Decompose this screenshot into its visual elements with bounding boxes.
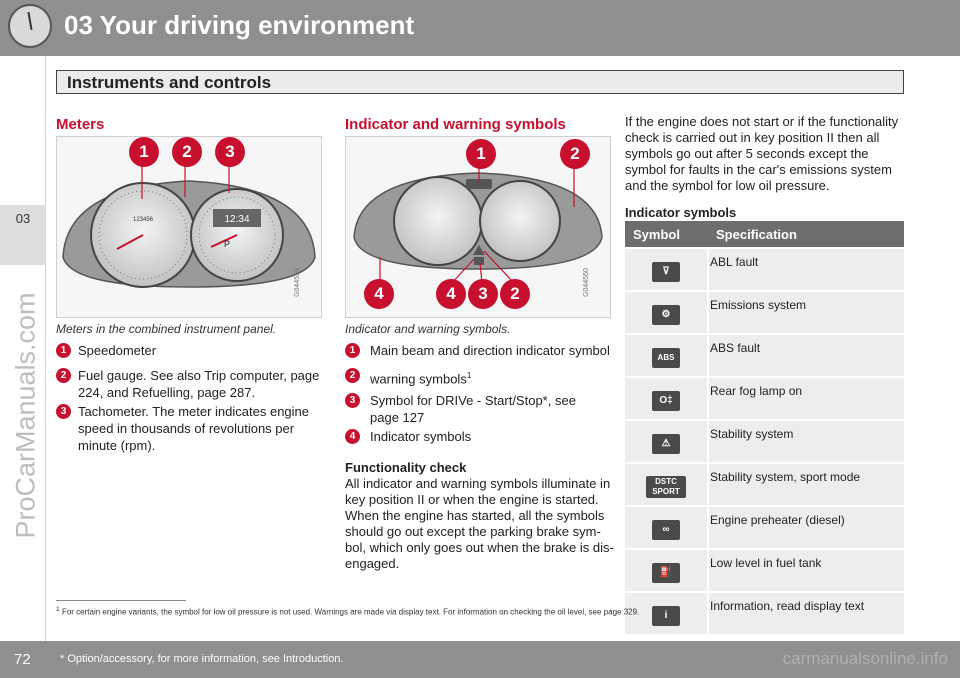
information-icon: i — [652, 605, 680, 626]
table-cell-spec: Rear fog lamp on — [708, 376, 904, 420]
indicator-cluster-drawing — [353, 161, 603, 284]
indicators-heading: Indicator and warning symbols — [345, 116, 566, 133]
table-row: ⚠ Stability system — [625, 419, 904, 463]
chapter-title: 03 Your driving environment — [64, 10, 415, 40]
meters-callout-1: 1 — [129, 137, 159, 167]
indicators-item-1-text: Main beam and direction indicator symbol — [370, 343, 610, 358]
speedometer-emblem-icon — [8, 4, 52, 48]
indicators-image-code: G044560 — [582, 268, 590, 297]
page-footer: 72 * Option/accessory, for more informat… — [0, 641, 960, 678]
gauge-gear: P — [224, 239, 230, 249]
gauge-clock: 12:34 — [224, 214, 249, 225]
footnote-text: For certain engine variants, the symbol … — [61, 607, 640, 617]
indicators-callout-2-top: 2 — [560, 139, 590, 169]
functionality-heading: Functionality check — [345, 460, 467, 475]
indicators-item-2: warning symbols1 — [370, 367, 615, 387]
indicators-item-2-number: 2 — [345, 368, 360, 383]
meters-item-2-number: 2 — [56, 368, 71, 383]
footer-star-note: * Option/accessory, for more information… — [60, 653, 344, 665]
chapter-header: 03 Your driving environment — [0, 0, 960, 56]
indicators-item-2-text: warning symbols — [370, 371, 467, 387]
meters-heading: Meters — [56, 116, 105, 133]
indicators-caption: Indicator and warning symbols. — [345, 322, 511, 336]
indicators-item-3-text: Symbol for DRIVe - Start/Stop*, see page… — [370, 393, 576, 425]
table-header-specification: Specification — [708, 221, 904, 248]
indicators-callout-3: 3 — [468, 279, 498, 309]
side-watermark: ProCarManuals.com — [6, 230, 46, 610]
table-row: ⛽ Low level in fuel tank — [625, 548, 904, 592]
meters-illustration: 12:34 123456 P 1 2 3 G044559 — [56, 136, 322, 318]
stability-system-icon: ⚠ — [652, 433, 680, 454]
meters-item-2-text: Fuel gauge. See also Trip computer, page… — [78, 368, 320, 400]
table-header-symbol: Symbol — [625, 221, 708, 248]
table-row: i Information, read display text — [625, 591, 904, 634]
indicators-item-4-number: 4 — [345, 429, 360, 444]
instrument-cluster-drawing: 12:34 123456 P — [62, 161, 316, 288]
indicators-item-4-text: Indicator symbols — [370, 429, 472, 444]
section-title-box: Instruments and controls — [56, 70, 904, 94]
footnote-divider — [56, 600, 186, 601]
meters-item-3-number: 3 — [56, 404, 71, 419]
meters-item-1-text: Speedometer — [78, 343, 157, 358]
dstc-sport-icon: DSTC SPORT — [646, 475, 686, 498]
engine-preheater-icon: ∞ — [652, 519, 680, 540]
section-title: Instruments and controls — [67, 73, 272, 92]
page-number: 72 — [14, 651, 31, 668]
table-cell-spec: Information, read display text — [708, 591, 904, 634]
functionality-text: All indicator and warning symbols illumi… — [345, 476, 614, 571]
meters-image-code: G044559 — [293, 268, 301, 297]
table-cell-spec: Stability system, sport mode — [708, 462, 904, 506]
footnote-reference[interactable]: 1 — [466, 371, 472, 380]
indicators-callout-4: 4 — [436, 279, 466, 309]
low-fuel-icon: ⛽ — [652, 562, 680, 583]
footnote: 1 For certain engine variants, the symbo… — [56, 606, 639, 617]
table-header-row: Symbol Specification — [625, 221, 904, 248]
indicators-callout-2-bottom: 2 — [500, 279, 530, 309]
rear-fog-lamp-icon: O‡ — [652, 390, 680, 411]
indicators-callout-4-left: 4 — [364, 279, 394, 309]
gauge-odometer: 123456 — [133, 217, 154, 223]
table-row: ⚙ Emissions system — [625, 290, 904, 334]
meters-caption: Meters in the combined instrument panel. — [56, 322, 277, 336]
chapter-tab-number: 03 — [15, 211, 31, 226]
indicators-item-3-number: 3 — [345, 393, 360, 408]
table-row: O‡ Rear fog lamp on — [625, 376, 904, 420]
table-row: ⊽ ABL fault — [625, 247, 904, 291]
meters-callout-3: 3 — [215, 137, 245, 167]
table-cell-spec: Stability system — [708, 419, 904, 463]
indicator-symbols-table: Symbol Specification ⊽ ABL fault ⚙ Emiss… — [625, 221, 904, 634]
table-row: ∞ Engine preheater (diesel) — [625, 505, 904, 549]
table-cell-spec: ABS fault — [708, 333, 904, 377]
chapter-tab: 03 — [0, 205, 46, 265]
indicators-callout-1: 1 — [466, 139, 496, 169]
indicators-illustration: 1 2 4 4 3 2 G044560 — [345, 136, 611, 318]
side-watermark-text: ProCarManuals.com — [10, 292, 41, 539]
table-cell-spec: Low level in fuel tank — [708, 548, 904, 592]
meters-callout-2: 2 — [172, 137, 202, 167]
abs-fault-icon: ABS — [652, 347, 680, 368]
indicators-item-1-number: 1 — [345, 343, 360, 358]
table-row: DSTC SPORT Stability system, sport mode — [625, 462, 904, 506]
meters-item-1-number: 1 — [56, 343, 71, 358]
sidebar-divider — [45, 56, 46, 641]
table-cell-spec: Emissions system — [708, 290, 904, 334]
table-cell-spec: Engine preheater (diesel) — [708, 505, 904, 549]
footer-watermark: carmanualsonline.info — [782, 649, 948, 668]
meters-item-3-text: Tachometer. The meter indicates engine s… — [78, 404, 310, 453]
footnote-mark: 1 — [56, 606, 60, 613]
abl-fault-icon: ⊽ — [652, 261, 680, 282]
table-cell-spec: ABL fault — [708, 247, 904, 291]
indicator-symbols-heading: Indicator symbols — [625, 205, 737, 220]
emissions-system-icon: ⚙ — [652, 304, 680, 325]
intro-text: If the engine does not start or if the f… — [625, 114, 899, 193]
table-row: ABS ABS fault — [625, 333, 904, 377]
